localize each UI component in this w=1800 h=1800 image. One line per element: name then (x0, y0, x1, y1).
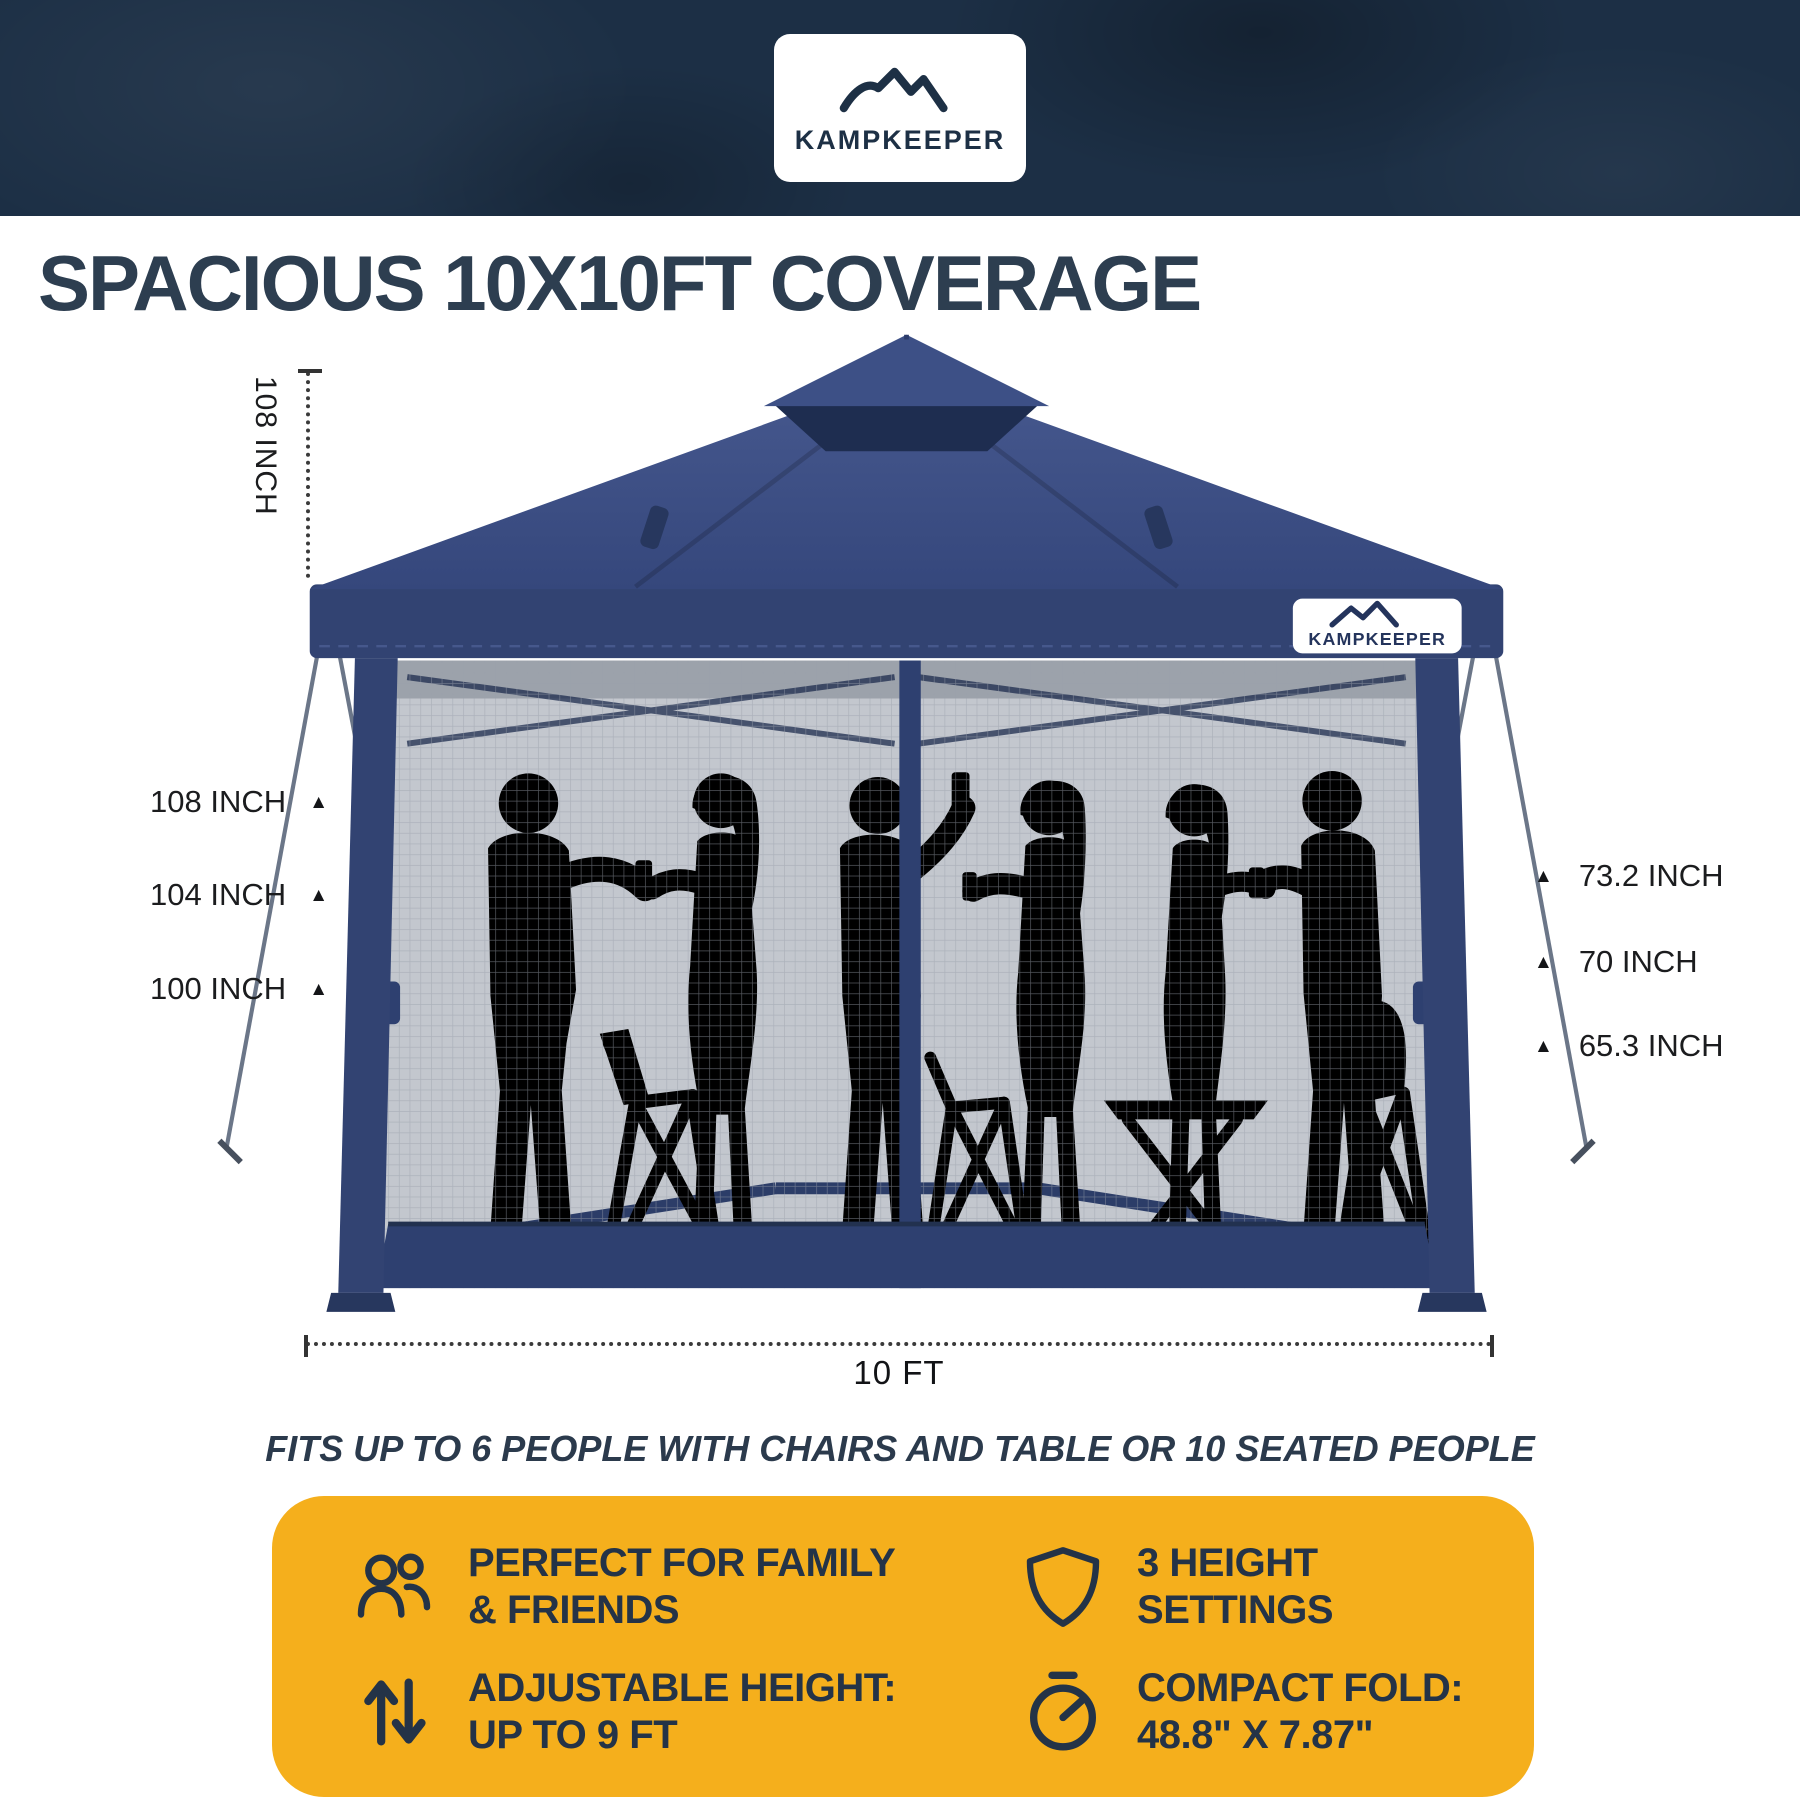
bottom-dimension-label: 10 FT (853, 1354, 945, 1391)
dimension-label: 70 INCH (1578, 944, 1698, 979)
page-title: SPACIOUS 10X10FT COVERAGE (38, 239, 1202, 327)
left-dimension-row: 104 INCH ▲ (150, 877, 328, 913)
triangle-marker-icon: ▲ (1534, 951, 1553, 973)
triangle-marker-icon: ▲ (1534, 1035, 1553, 1057)
tent-logo-text: KAMPKEEPER (1308, 629, 1446, 649)
compact-fold-icon (1019, 1668, 1107, 1756)
triangle-marker-icon: ▲ (309, 791, 328, 813)
feature-text: PERFECT FOR FAMILY (468, 1541, 896, 1586)
right-dimension-row: ▲ 73.2 INCH (1534, 858, 1724, 894)
dimension-label: 104 INCH (150, 877, 287, 912)
header-band: KAMPKEEPER (0, 0, 1800, 216)
feature-item-family: PERFECT FOR FAMILY & FRIENDS (350, 1540, 1019, 1634)
center-seam (899, 660, 921, 1289)
canopy-roof (309, 372, 1504, 590)
bottom-skirt (376, 1223, 1437, 1289)
dimension-label: 73.2 INCH (1578, 858, 1724, 893)
brand-logo-text: KAMPKEEPER (794, 124, 1006, 155)
feature-text: ADJUSTABLE HEIGHT: (468, 1665, 897, 1710)
vent-cap (763, 334, 1050, 407)
left-dimension-row: 100 INCH ▲ (150, 971, 328, 1007)
left-dimension-row: 108 INCH ▲ (150, 784, 328, 820)
tent-leg-right (1415, 658, 1475, 1293)
triangle-marker-icon: ▲ (1534, 865, 1553, 887)
capacity-caption: FITS UP TO 6 PEOPLE WITH CHAIRS AND TABL… (265, 1428, 1535, 1469)
feature-item-compact-fold: COMPACT FOLD: 48.8" X 7.87" (1019, 1665, 1484, 1759)
mountain-logo-icon (839, 67, 948, 112)
tent-illustration: KAMPKEEPER (217, 334, 1596, 1312)
adjust-height-icon (350, 1668, 438, 1756)
feature-text: 48.8" X 7.87" (1137, 1712, 1374, 1757)
feature-item-adjustable-height: ADJUSTABLE HEIGHT: UP TO 9 FT (350, 1665, 1019, 1759)
tent-leg-left (338, 658, 398, 1293)
right-dimension-row: ▲ 65.3 INCH (1534, 1028, 1724, 1064)
feature-panel: PERFECT FOR FAMILY & FRIENDS 3 HEIGHT SE… (272, 1496, 1534, 1797)
feature-text: UP TO 9 FT (468, 1712, 678, 1757)
feature-text: 3 HEIGHT (1137, 1541, 1318, 1586)
top-dimension-line (298, 369, 322, 578)
right-dimension-row: ▲ 70 INCH (1534, 944, 1698, 980)
people-icon (350, 1543, 438, 1631)
brand-logo-box: KAMPKEEPER (774, 34, 1026, 182)
feature-text: SETTINGS (1137, 1588, 1334, 1633)
top-dimension-label: 108 INCH (249, 376, 282, 516)
feature-text: & FRIENDS (468, 1588, 680, 1633)
dimension-label: 100 INCH (150, 971, 287, 1006)
triangle-marker-icon: ▲ (309, 884, 328, 906)
valance (309, 584, 1504, 659)
triangle-marker-icon: ▲ (309, 978, 328, 1000)
dimension-label: 108 INCH (150, 784, 287, 819)
bottom-dimension-line (304, 1335, 1494, 1357)
shield-icon (1019, 1543, 1107, 1631)
tent-logo-patch: KAMPKEEPER (1292, 598, 1462, 654)
dimension-label: 65.3 INCH (1578, 1028, 1724, 1063)
feature-item-height-settings: 3 HEIGHT SETTINGS (1019, 1540, 1484, 1634)
feature-text: COMPACT FOLD: (1137, 1665, 1464, 1710)
